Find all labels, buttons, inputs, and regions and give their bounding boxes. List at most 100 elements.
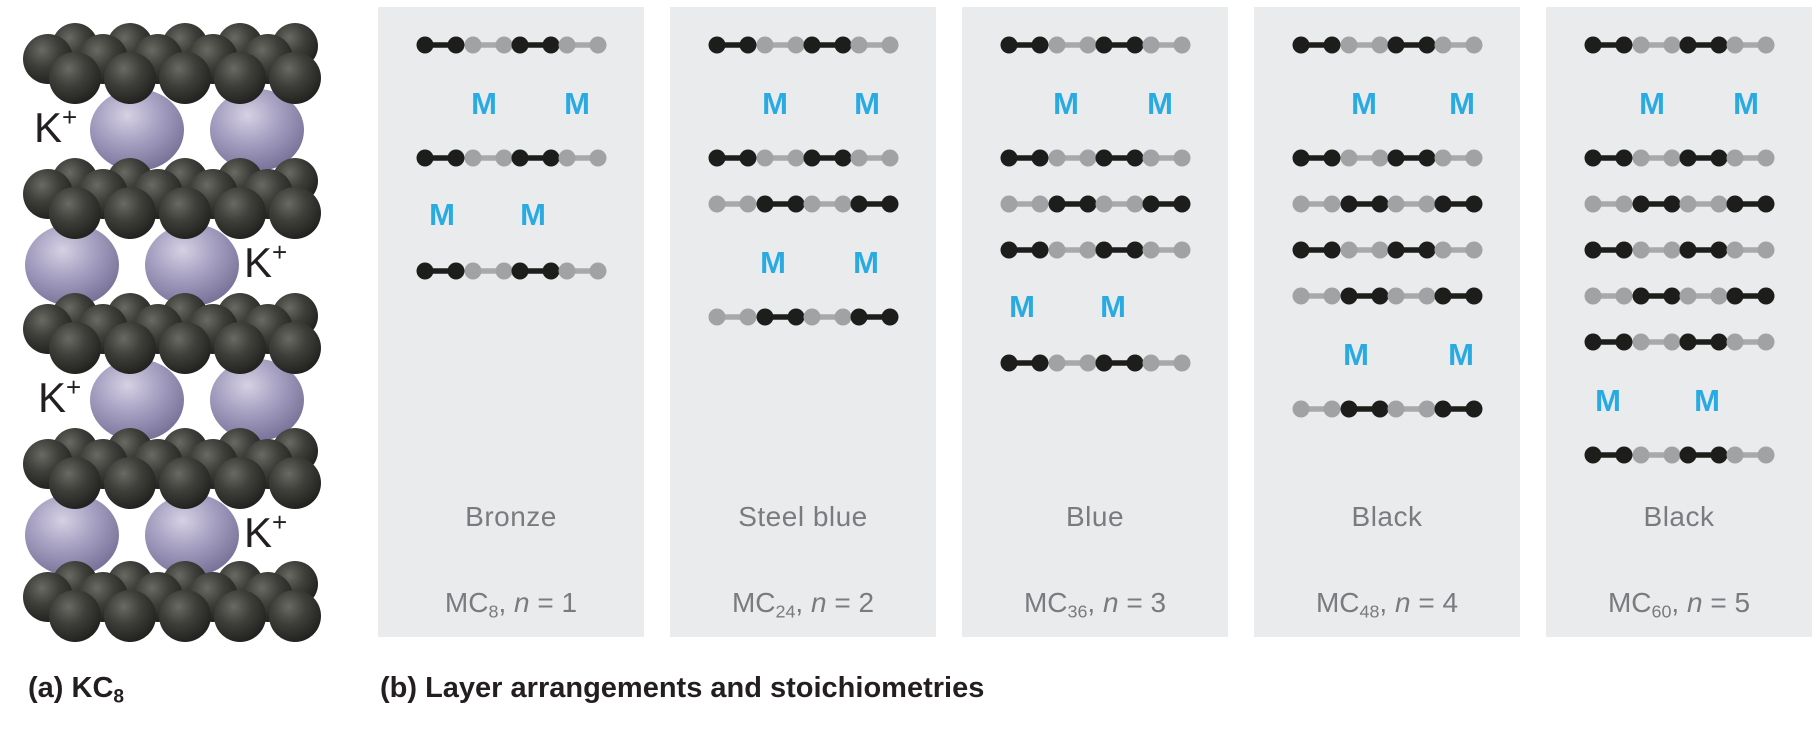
carbon-layer-row-A: [1584, 36, 1775, 54]
potassium-ion-sphere: [145, 494, 239, 576]
carbon-atom-dot: [1371, 149, 1389, 167]
carbon-atom-sphere: [49, 52, 101, 104]
carbon-atom-dot: [787, 36, 805, 54]
carbon-atom-sphere: [104, 187, 156, 239]
potassium-ion-label: K+: [34, 102, 77, 151]
intercalated-metal-label: M: [1351, 86, 1377, 121]
carbon-atom-dot: [1663, 195, 1681, 213]
carbon-atom-dot: [1142, 195, 1160, 213]
carbon-atom-dot: [1726, 36, 1744, 54]
carbon-atom-dot: [1679, 333, 1697, 351]
carbon-atom-dot: [1679, 195, 1697, 213]
carbon-atom-dot: [1434, 241, 1452, 259]
carbon-atom-dot: [803, 36, 821, 54]
carbon-atom-dot: [1048, 36, 1066, 54]
carbon-atom-dot: [756, 195, 774, 213]
carbon-atom-dot: [850, 308, 868, 326]
carbon-layer-row-A: [708, 149, 899, 167]
carbon-atom-dot: [558, 262, 576, 280]
formula-subscript: 8: [488, 601, 499, 622]
carbon-atom-dot: [1726, 149, 1744, 167]
carbon-atom-dot: [511, 36, 529, 54]
carbon-atom-dot: [1048, 149, 1066, 167]
carbon-atom-sphere: [214, 187, 266, 239]
carbon-layer-row-A: [1000, 149, 1191, 167]
carbon-atom-dot: [464, 149, 482, 167]
caption-a: (a) KC8: [28, 672, 124, 709]
carbon-atom-dot: [834, 195, 852, 213]
carbon-atom-dot: [1323, 195, 1341, 213]
carbon-atom-dot: [1387, 149, 1405, 167]
carbon-atom-dot: [1126, 149, 1144, 167]
carbon-atom-dot: [1679, 36, 1697, 54]
carbon-atom-dot: [787, 308, 805, 326]
carbon-atom-dot: [495, 36, 513, 54]
carbon-atom-dot: [1679, 287, 1697, 305]
panel-stoichiometry-label: MC36, n = 3: [962, 587, 1228, 622]
potassium-ion-sphere: [25, 224, 119, 306]
potassium-ion-label: K+: [244, 237, 287, 286]
carbon-atom-dot: [1323, 149, 1341, 167]
carbon-atom-dot: [511, 149, 529, 167]
carbon-atom-dot: [1679, 241, 1697, 259]
carbon-atom-dot: [1048, 195, 1066, 213]
carbon-atom-dot: [1000, 149, 1018, 167]
carbon-atom-dot: [1418, 400, 1436, 418]
potassium-ion-sphere: [90, 359, 184, 441]
carbon-atom-dot: [1710, 149, 1728, 167]
intercalated-metal-label: M: [1343, 337, 1369, 372]
carbon-atom-dot: [787, 195, 805, 213]
carbon-atom-sphere: [104, 322, 156, 374]
carbon-atom-dot: [1079, 149, 1097, 167]
carbon-atom-dot: [1142, 241, 1160, 259]
intercalated-metal-label: M: [564, 86, 590, 121]
carbon-atom-dot: [1663, 241, 1681, 259]
carbon-atom-dot: [756, 149, 774, 167]
carbon-atom-dot: [1584, 195, 1602, 213]
intercalated-metal-label: M: [520, 197, 546, 232]
formula-comma: ,: [1087, 587, 1103, 618]
carbon-atom-dot: [1465, 149, 1483, 167]
carbon-atom-dot: [1757, 149, 1775, 167]
carbon-atom-sphere: [269, 322, 321, 374]
carbon-atom-dot: [1663, 36, 1681, 54]
intercalated-metal-label: M: [429, 197, 455, 232]
carbon-atom-dot: [1126, 36, 1144, 54]
caption-a-subscript: 8: [113, 686, 125, 708]
carbon-atom-dot: [803, 149, 821, 167]
stage-n-value: = 3: [1118, 587, 1167, 618]
carbon-atom-dot: [756, 36, 774, 54]
carbon-atom-dot: [542, 149, 560, 167]
carbon-atom-dot: [1095, 195, 1113, 213]
carbon-atom-sphere: [159, 322, 211, 374]
stage-n-value: = 2: [826, 587, 875, 618]
carbon-atom-dot: [1632, 333, 1650, 351]
carbon-atom-dot: [850, 195, 868, 213]
carbon-layer-row-A: [1000, 354, 1191, 372]
intercalated-metal-label: M: [854, 86, 880, 121]
carbon-atom-dot: [589, 262, 607, 280]
carbon-atom-dot: [708, 149, 726, 167]
formula-subscript: 60: [1651, 601, 1672, 622]
stage-n-symbol: n: [810, 587, 827, 618]
carbon-atom-dot: [1095, 354, 1113, 372]
carbon-atom-dot: [1371, 400, 1389, 418]
carbon-atom-sphere: [214, 52, 266, 104]
intercalated-metal-label: M: [1100, 289, 1126, 324]
carbon-atom-sphere: [269, 590, 321, 642]
carbon-atom-dot: [708, 308, 726, 326]
carbon-atom-dot: [1615, 241, 1633, 259]
carbon-atom-dot: [834, 36, 852, 54]
carbon-atom-dot: [1465, 241, 1483, 259]
carbon-atom-dot: [1632, 36, 1650, 54]
carbon-atom-sphere: [49, 590, 101, 642]
carbon-atom-sphere: [49, 457, 101, 509]
carbon-atom-dot: [1757, 287, 1775, 305]
carbon-atom-dot: [1387, 400, 1405, 418]
panel-stoichiometry-label: MC24, n = 2: [670, 587, 936, 622]
carbon-atom-dot: [1418, 36, 1436, 54]
carbon-atom-dot: [1632, 195, 1650, 213]
